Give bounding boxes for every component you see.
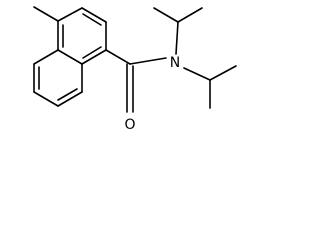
bond-c3-c2 <box>81 7 107 23</box>
bond-c8a-c4a <box>57 49 83 65</box>
molecule-structure-diagram: N O <box>33 6 237 133</box>
bond-nitrogen-ch-lower <box>183 67 211 81</box>
bond-c4a-c5 <box>33 49 59 65</box>
bond-c6-c7 <box>33 91 59 107</box>
bond-nitrogen-ch-upper <box>175 21 179 55</box>
amide-group <box>105 49 167 113</box>
oxygen-atom-label: O <box>124 117 135 133</box>
bond-c1-c8a <box>81 49 107 65</box>
nitrogen-atom-label: N <box>170 55 180 71</box>
bond-carbonyl-nitrogen <box>129 57 167 65</box>
bond-ring-carbonyl <box>105 49 131 65</box>
bond-ch-methyl-lower-up <box>209 65 237 81</box>
bond-c4-c3 <box>57 7 83 22</box>
bond-c1-c8a-inner <box>82 46 102 59</box>
bond-c7-c8-inner <box>57 88 78 101</box>
methyl-bond <box>33 6 59 22</box>
bond-ch-methyl-upper-right <box>177 7 203 23</box>
bond-c3-c2-inner <box>82 13 102 26</box>
bond-c7-c8 <box>57 91 83 107</box>
bond-ch-methyl-upper-left <box>153 7 179 23</box>
lower-benzo-ring <box>33 49 83 107</box>
upper-naphthalene-ring <box>57 7 107 65</box>
isopropyl-upper <box>153 7 203 55</box>
isopropyl-lower <box>183 65 237 109</box>
